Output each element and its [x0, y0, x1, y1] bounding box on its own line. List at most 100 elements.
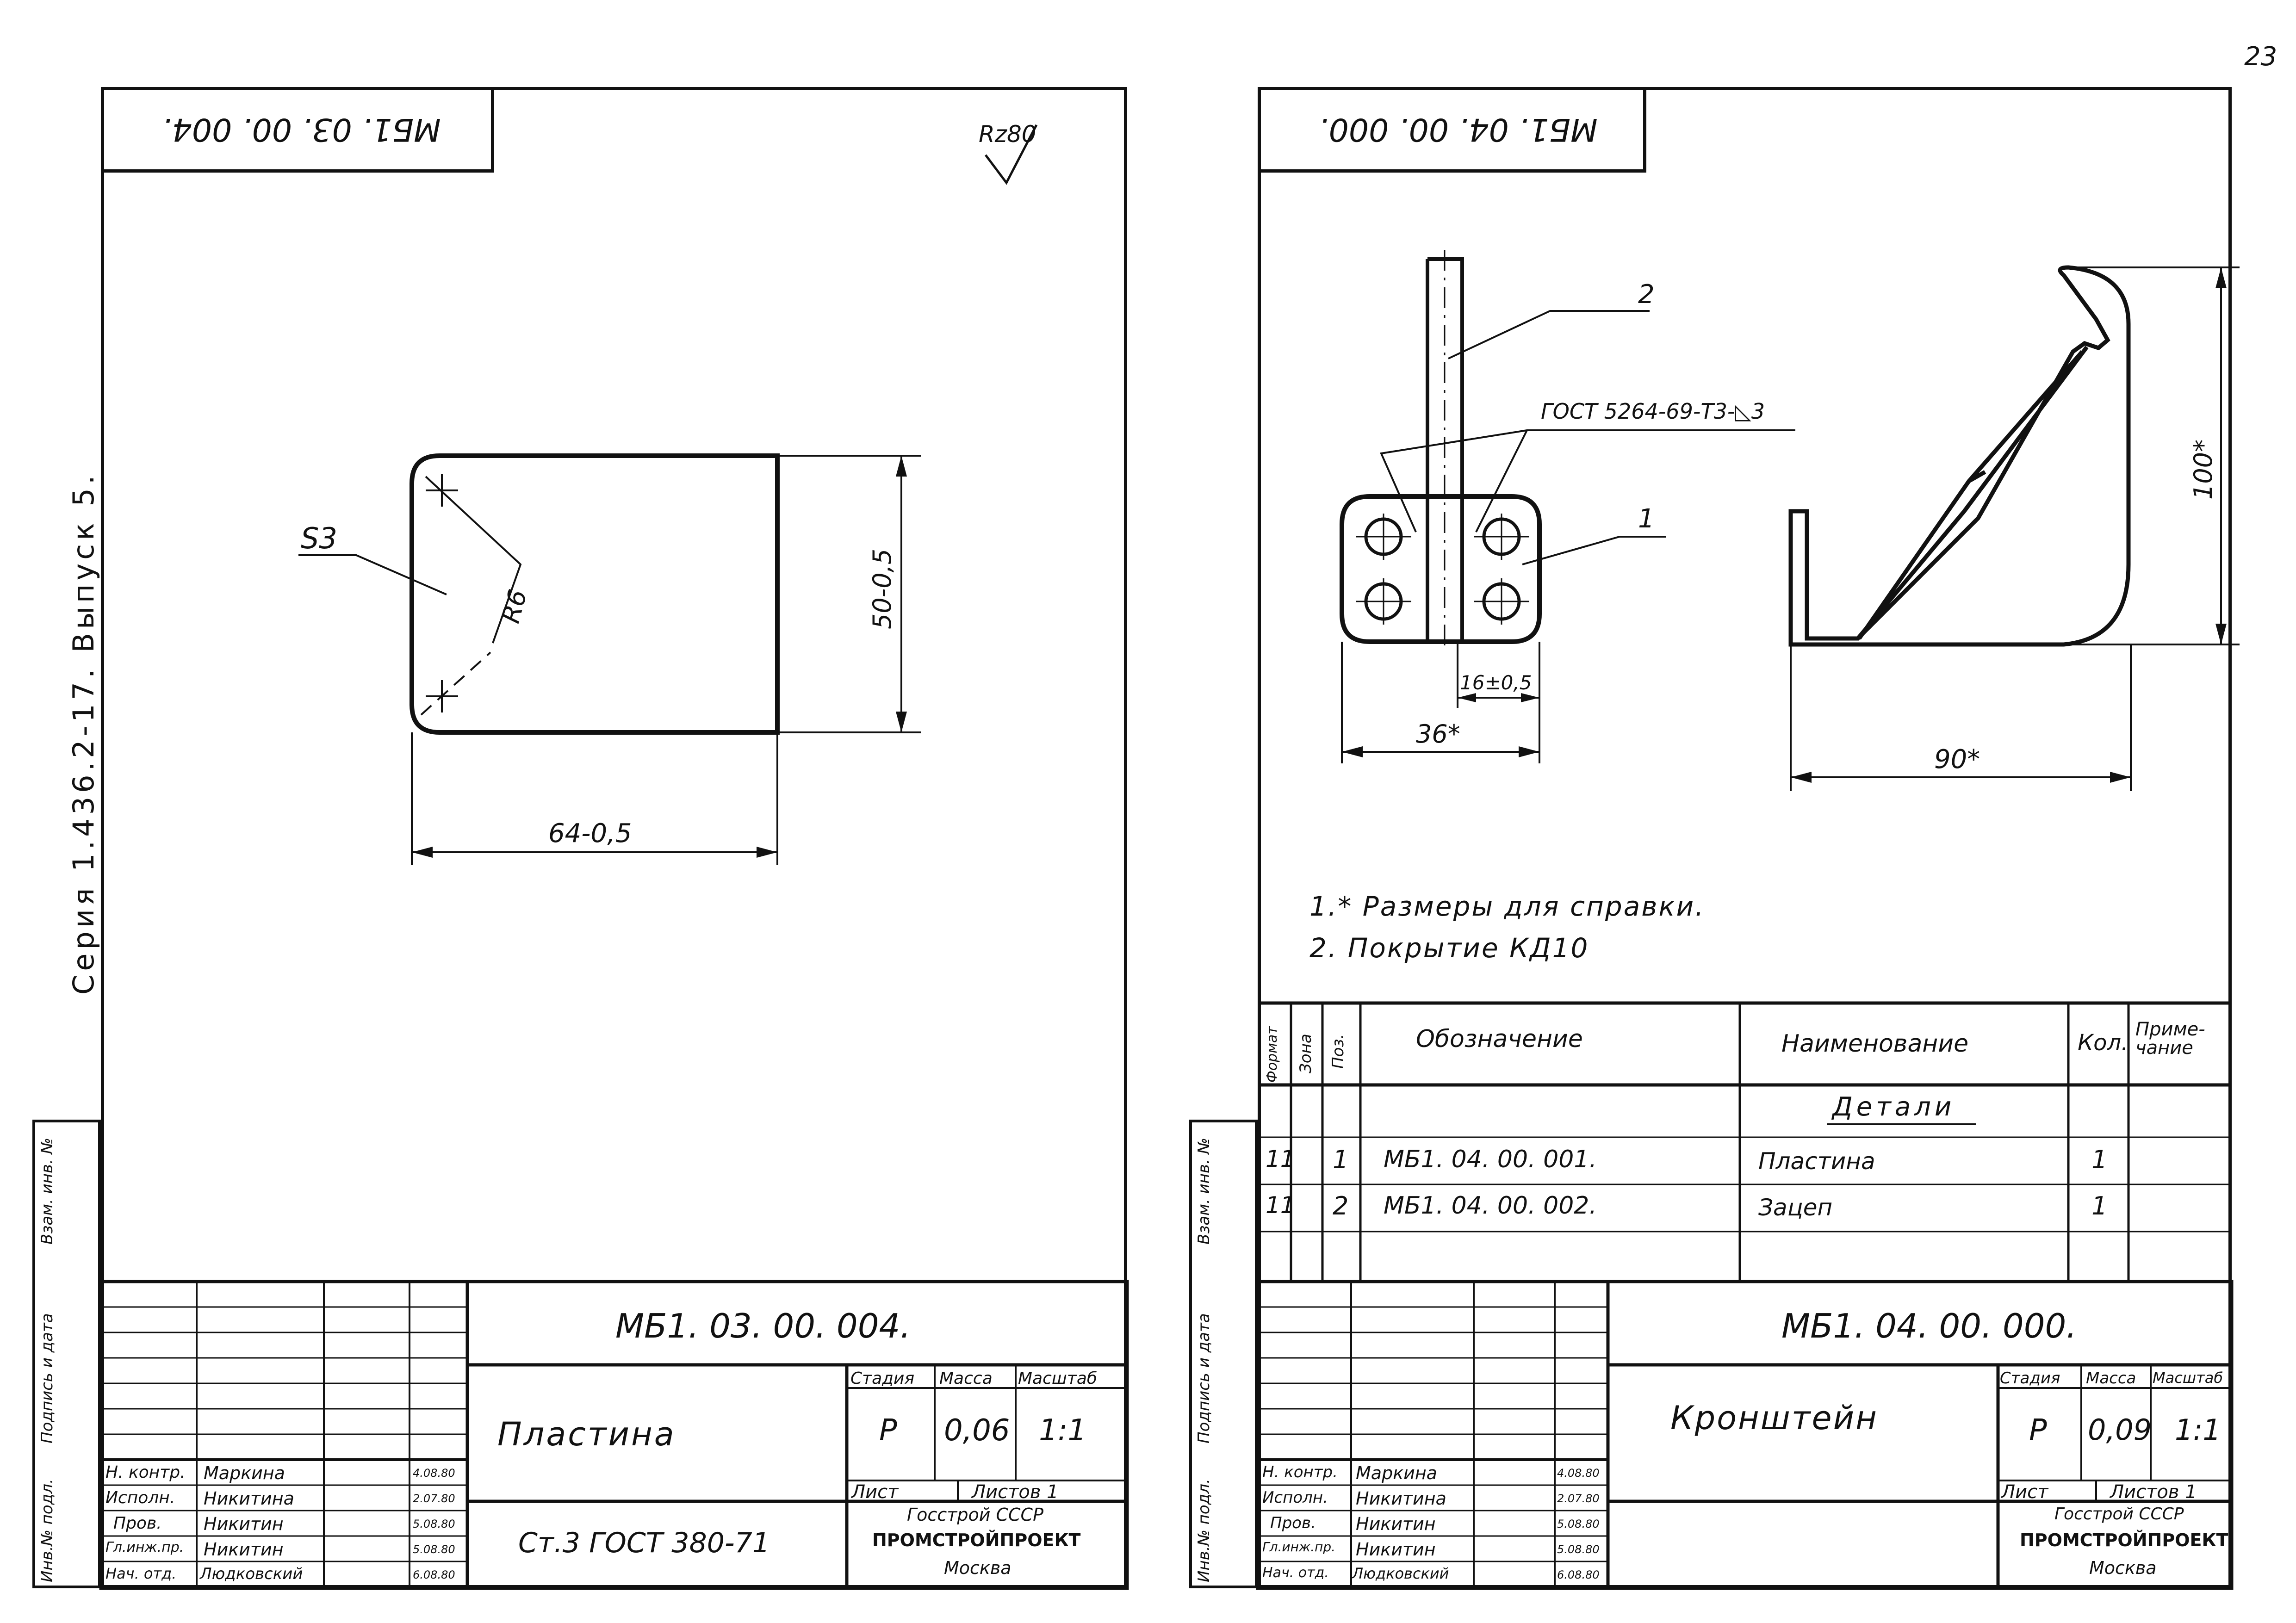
- left-signer-name-0: Маркина: [204, 1463, 285, 1483]
- dim-100-text: 100*: [2189, 440, 2218, 500]
- spec-row-1-name: Пластина: [1758, 1148, 1875, 1175]
- right-signer-name-3: Никитин: [1356, 1539, 1436, 1560]
- right-signer-role-0: Н. контр.: [1262, 1463, 1338, 1481]
- right-signer-date-0: 4.08.80: [1557, 1467, 1600, 1480]
- dim-50-text: 50-0,5: [868, 549, 897, 629]
- right-mass: 0,09: [2088, 1413, 2152, 1447]
- right-mass-label: Масса: [2086, 1369, 2136, 1388]
- spec-row-1-designation: МБ1. 04. 00. 001.: [1384, 1146, 1597, 1173]
- left-signer-role-2: Пров.: [113, 1514, 162, 1533]
- left-signer-name-4: Людковский: [200, 1565, 303, 1583]
- spec-row-2-name: Зацеп: [1758, 1194, 1833, 1221]
- left-signer-name-3: Никитин: [204, 1539, 284, 1560]
- right-title-name: Кронштейн: [1670, 1399, 1878, 1437]
- left-org-3: Москва: [944, 1558, 1011, 1578]
- bracket-side-top: [1857, 350, 2084, 640]
- spec-header-qty: Кол.: [2078, 1030, 2128, 1056]
- spec-row-2-qty: 1: [2091, 1191, 2108, 1220]
- dim-16-text: 16±0,5: [1460, 671, 1532, 694]
- radius-leader: [425, 476, 522, 644]
- dim-100-lines: [2064, 266, 2240, 645]
- left-sheets-label: Листов 1: [972, 1481, 1059, 1503]
- hole-centerlines: [1356, 514, 1529, 625]
- leader-1: [1522, 536, 1666, 565]
- left-top-stamp-box: [101, 87, 494, 173]
- left-signer-role-3: Гл.инж.пр.: [105, 1539, 184, 1555]
- left-title-name: Пластина: [497, 1415, 676, 1453]
- left-plate-group: [298, 124, 1038, 865]
- callout-1-text: 1: [1638, 504, 1655, 534]
- right-side-arrowheads: [1791, 267, 2227, 783]
- radius-leader-lower: [420, 651, 491, 716]
- right-org-1: Госстрой СССР: [2054, 1505, 2184, 1524]
- left-signer-name-2: Никитин: [204, 1514, 284, 1534]
- right-signer-date-4: 6.08.80: [1557, 1568, 1600, 1581]
- right-stage-label: Стадия: [2000, 1369, 2060, 1388]
- right-signer-role-1: Исполн.: [1262, 1488, 1328, 1507]
- page-number: 23: [2244, 42, 2277, 72]
- left-signer-role-4: Нач. отд.: [105, 1565, 177, 1582]
- right-signer-role-3: Гл.инж.пр.: [1262, 1539, 1336, 1555]
- left-title-designation: МБ1. 03. 00. 004.: [615, 1307, 911, 1345]
- spec-row-2-format: 11: [1266, 1192, 1295, 1219]
- left-signer-date-1: 2.07.80: [413, 1492, 455, 1505]
- left-arrowheads: [412, 456, 907, 858]
- right-signer-role-2: Пров.: [1270, 1514, 1316, 1532]
- left-stage-label: Стадия: [850, 1369, 915, 1388]
- bracket-front-group: [1340, 250, 1795, 763]
- note-1: 1.* Размеры для справки.: [1309, 891, 1705, 922]
- s3-leader: [298, 554, 447, 595]
- right-signer-name-0: Маркина: [1356, 1463, 1437, 1483]
- left-title-material: Ст.3 ГОСТ 380-71: [518, 1527, 770, 1559]
- right-signer-name-2: Никитин: [1356, 1514, 1436, 1534]
- left-sheet-label: Лист: [851, 1481, 899, 1503]
- leader-2: [1448, 310, 1650, 359]
- dim-64-lines: [411, 732, 778, 865]
- weld-note-text: ГОСТ 5264-69-Т3-◺3: [1541, 399, 1765, 424]
- right-signer-role-4: Нач. отд.: [1262, 1565, 1329, 1581]
- left-mass: 0,06: [944, 1413, 1010, 1448]
- left-plate-outline: [410, 453, 780, 735]
- spec-row-1-qty: 1: [2091, 1145, 2108, 1174]
- left-org-2: ПРОМСТРОЙПРОЕКТ: [872, 1530, 1081, 1550]
- callout-2-text: 2: [1638, 279, 1655, 310]
- bracket-side-group: [1788, 265, 2240, 791]
- right-top-stamp-box: [1258, 87, 1646, 173]
- right-org-2: ПРОМСТРОЙПРОЕКТ: [2020, 1530, 2228, 1550]
- dim-36-lines: [1341, 642, 1540, 763]
- right-front-arrowheads: [1342, 693, 1539, 757]
- dim-36-text: 36*: [1416, 719, 1460, 749]
- right-scale-label: Масштаб: [2153, 1369, 2223, 1387]
- left-signer-role-1: Исполн.: [105, 1488, 175, 1507]
- right-signer-name-4: Людковский: [1352, 1565, 1449, 1582]
- left-stage: Р: [879, 1413, 897, 1448]
- right-scale: 1:1: [2175, 1413, 2221, 1447]
- right-signer-name-1: Никитина: [1356, 1488, 1446, 1509]
- right-signer-date-3: 5.08.80: [1557, 1543, 1600, 1556]
- bracket-side-outline: [1788, 265, 2131, 647]
- dim-90-lines: [1790, 644, 2132, 791]
- spec-row-2-pos: 2: [1333, 1191, 1349, 1220]
- spec-row-1-pos: 1: [1333, 1145, 1349, 1174]
- right-org-3: Москва: [2089, 1558, 2157, 1578]
- note-2: 2. Покрытие КД10: [1309, 932, 1589, 964]
- left-signer-date-4: 6.08.80: [413, 1568, 455, 1581]
- dim-90-text: 90*: [1934, 744, 1980, 774]
- right-signer-date-2: 5.08.80: [1557, 1518, 1600, 1530]
- spec-header-designation: Обозначение: [1416, 1025, 1583, 1053]
- right-sheet-label: Лист: [2001, 1481, 2048, 1503]
- left-scale: 1:1: [1039, 1413, 1086, 1448]
- left-scale-label: Масштаб: [1018, 1369, 1098, 1388]
- bracket-hook-bar: [1426, 257, 1464, 642]
- spec-row-2-designation: МБ1. 04. 00. 002.: [1384, 1192, 1597, 1220]
- part-callout-s3: S3: [301, 521, 337, 555]
- left-mass-label: Масса: [939, 1369, 993, 1388]
- right-title-designation: МБ1. 04. 00. 000.: [1781, 1307, 2077, 1345]
- left-signer-date-2: 5.08.80: [413, 1518, 455, 1530]
- left-signer-name-1: Никитина: [204, 1488, 294, 1509]
- dim-50-lines: [777, 455, 921, 733]
